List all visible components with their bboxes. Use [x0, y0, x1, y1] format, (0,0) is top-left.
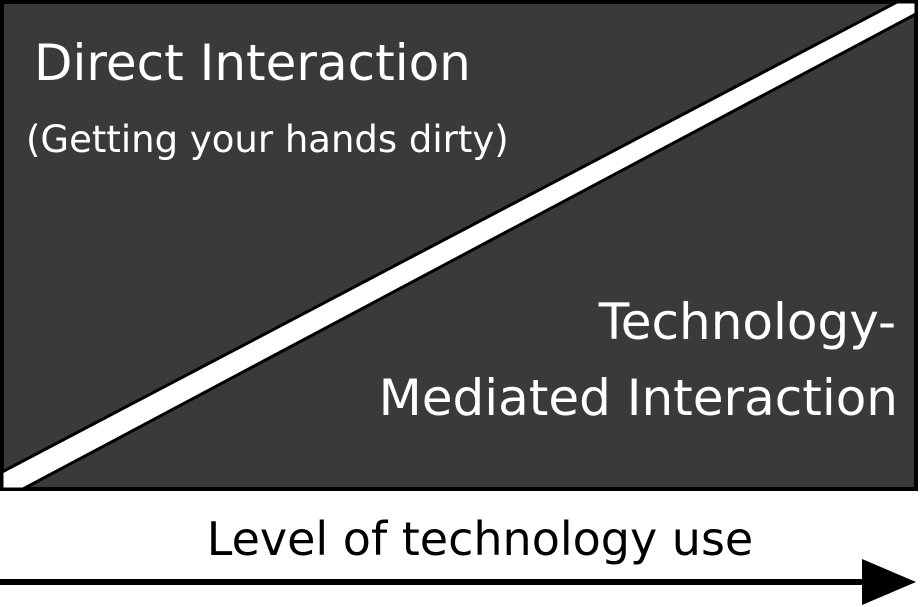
- diagonal-divider: [0, 0, 918, 491]
- technology-mediated-title-line1: Technology-: [598, 293, 896, 351]
- direct-interaction-subtitle: (Getting your hands dirty): [26, 118, 509, 161]
- technology-mediated-title-line2: Mediated Interaction: [379, 369, 898, 427]
- direct-interaction-title: Direct Interaction: [34, 34, 471, 92]
- axis-label: Level of technology use: [207, 512, 753, 566]
- axis-arrow-head: [862, 559, 916, 605]
